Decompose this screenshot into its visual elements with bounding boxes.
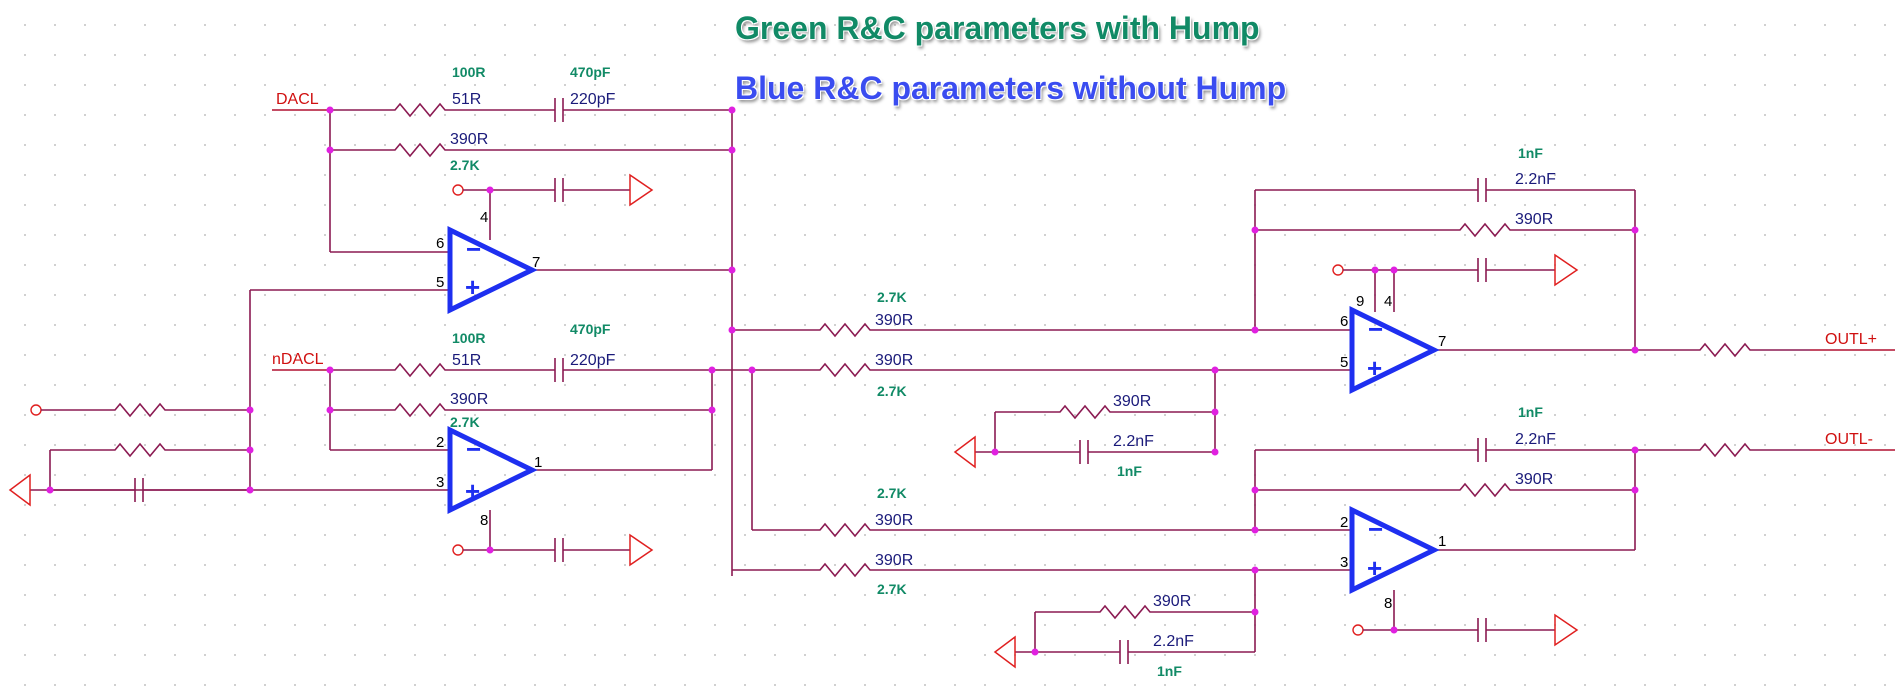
- svg-text:2: 2: [1340, 514, 1348, 531]
- svg-text:390R: 390R: [1515, 211, 1553, 228]
- component-values: 51R 220pF 390R 51R 220pF 390R 390R 390R …: [450, 91, 1556, 650]
- svg-text:2.2nF: 2.2nF: [1515, 171, 1556, 188]
- svg-text:3: 3: [1340, 554, 1348, 571]
- opamp-u3: − +: [1349, 305, 1440, 395]
- svg-text:−: −: [1368, 514, 1383, 544]
- u2-feedback-network: [50, 358, 713, 567]
- svg-text:390R: 390R: [450, 391, 488, 408]
- svg-text:2.7K: 2.7K: [877, 383, 907, 399]
- svg-text:390R: 390R: [875, 552, 913, 569]
- net-label-dacl: DACL: [276, 91, 319, 108]
- svg-text:390R: 390R: [875, 512, 913, 529]
- svg-text:1nF: 1nF: [1117, 463, 1142, 479]
- svg-text:−: −: [466, 434, 481, 464]
- svg-text:390R: 390R: [1515, 471, 1553, 488]
- svg-text:+: +: [465, 272, 480, 302]
- svg-text:6: 6: [1340, 313, 1348, 330]
- svg-text:7: 7: [532, 254, 540, 271]
- svg-text:2.7K: 2.7K: [877, 485, 907, 501]
- svg-text:2.7K: 2.7K: [450, 414, 480, 430]
- svg-text:2.7K: 2.7K: [877, 581, 907, 597]
- svg-text:51R: 51R: [452, 91, 481, 108]
- svg-text:2.2nF: 2.2nF: [1113, 433, 1154, 450]
- svg-text:1: 1: [1438, 533, 1446, 550]
- green-parameter-tags: 100R 470pF 2.7K 100R 470pF 2.7K 2.7K 2.7…: [450, 64, 1543, 679]
- svg-text:100R: 100R: [452, 330, 485, 346]
- svg-text:+: +: [465, 476, 480, 506]
- svg-text:2.2nF: 2.2nF: [1153, 633, 1194, 650]
- svg-text:+: +: [1367, 553, 1382, 583]
- opamp-u2: − +: [447, 425, 538, 515]
- svg-text:220pF: 220pF: [570, 91, 616, 108]
- input-bias-network: [8, 403, 250, 507]
- svg-text:390R: 390R: [450, 131, 488, 148]
- svg-text:6: 6: [436, 235, 444, 252]
- svg-text:390R: 390R: [875, 312, 913, 329]
- u4-feedback-network: [1254, 438, 1895, 647]
- opamp-u1: − +: [447, 225, 538, 315]
- svg-text:390R: 390R: [1113, 393, 1151, 410]
- net-label-outl-minus: OUTL-: [1825, 431, 1873, 448]
- svg-text:390R: 390R: [875, 352, 913, 369]
- svg-text:1: 1: [534, 454, 542, 471]
- svg-text:8: 8: [1384, 595, 1392, 612]
- svg-text:9: 9: [1356, 293, 1364, 310]
- svg-text:4: 4: [1384, 293, 1392, 310]
- net-label-outl-plus: OUTL+: [1825, 331, 1877, 348]
- junction-dots: [46, 106, 1639, 656]
- svg-text:−: −: [1368, 314, 1383, 344]
- svg-text:1nF: 1nF: [1518, 404, 1543, 420]
- svg-text:−: −: [466, 234, 481, 264]
- svg-text:470pF: 470pF: [570, 321, 611, 337]
- net-label-ndacl: nDACL: [272, 351, 324, 368]
- svg-text:3: 3: [436, 474, 444, 491]
- svg-text:470pF: 470pF: [570, 64, 611, 80]
- svg-text:1nF: 1nF: [1518, 145, 1543, 161]
- opamp-u4: − +: [1349, 505, 1440, 595]
- svg-text:2: 2: [436, 434, 444, 451]
- middle-resistors: [712, 323, 1352, 577]
- u1-feedback-network: [249, 98, 733, 576]
- svg-text:5: 5: [1340, 354, 1348, 371]
- svg-text:220pF: 220pF: [570, 352, 616, 369]
- svg-text:390R: 390R: [1153, 593, 1191, 610]
- svg-text:1nF: 1nF: [1157, 663, 1182, 679]
- svg-text:+: +: [1367, 353, 1382, 383]
- svg-text:7: 7: [1438, 333, 1446, 350]
- svg-text:4: 4: [480, 209, 488, 226]
- title-blue: Blue R&C parameters without Hump: [735, 70, 1287, 106]
- svg-text:51R: 51R: [452, 352, 481, 369]
- pin-numbers: 6 5 4 7 2 3 8 1 9 4 6 5 7 2 3 8 1: [436, 209, 1446, 612]
- svg-text:100R: 100R: [452, 64, 485, 80]
- svg-text:2.7K: 2.7K: [450, 157, 480, 173]
- svg-text:2.7K: 2.7K: [877, 289, 907, 305]
- svg-text:5: 5: [436, 274, 444, 291]
- svg-text:2.2nF: 2.2nF: [1515, 431, 1556, 448]
- u3-feedback-network: [1254, 178, 1895, 357]
- svg-text:8: 8: [480, 512, 488, 529]
- title-green: Green R&C parameters with Hump: [735, 10, 1260, 46]
